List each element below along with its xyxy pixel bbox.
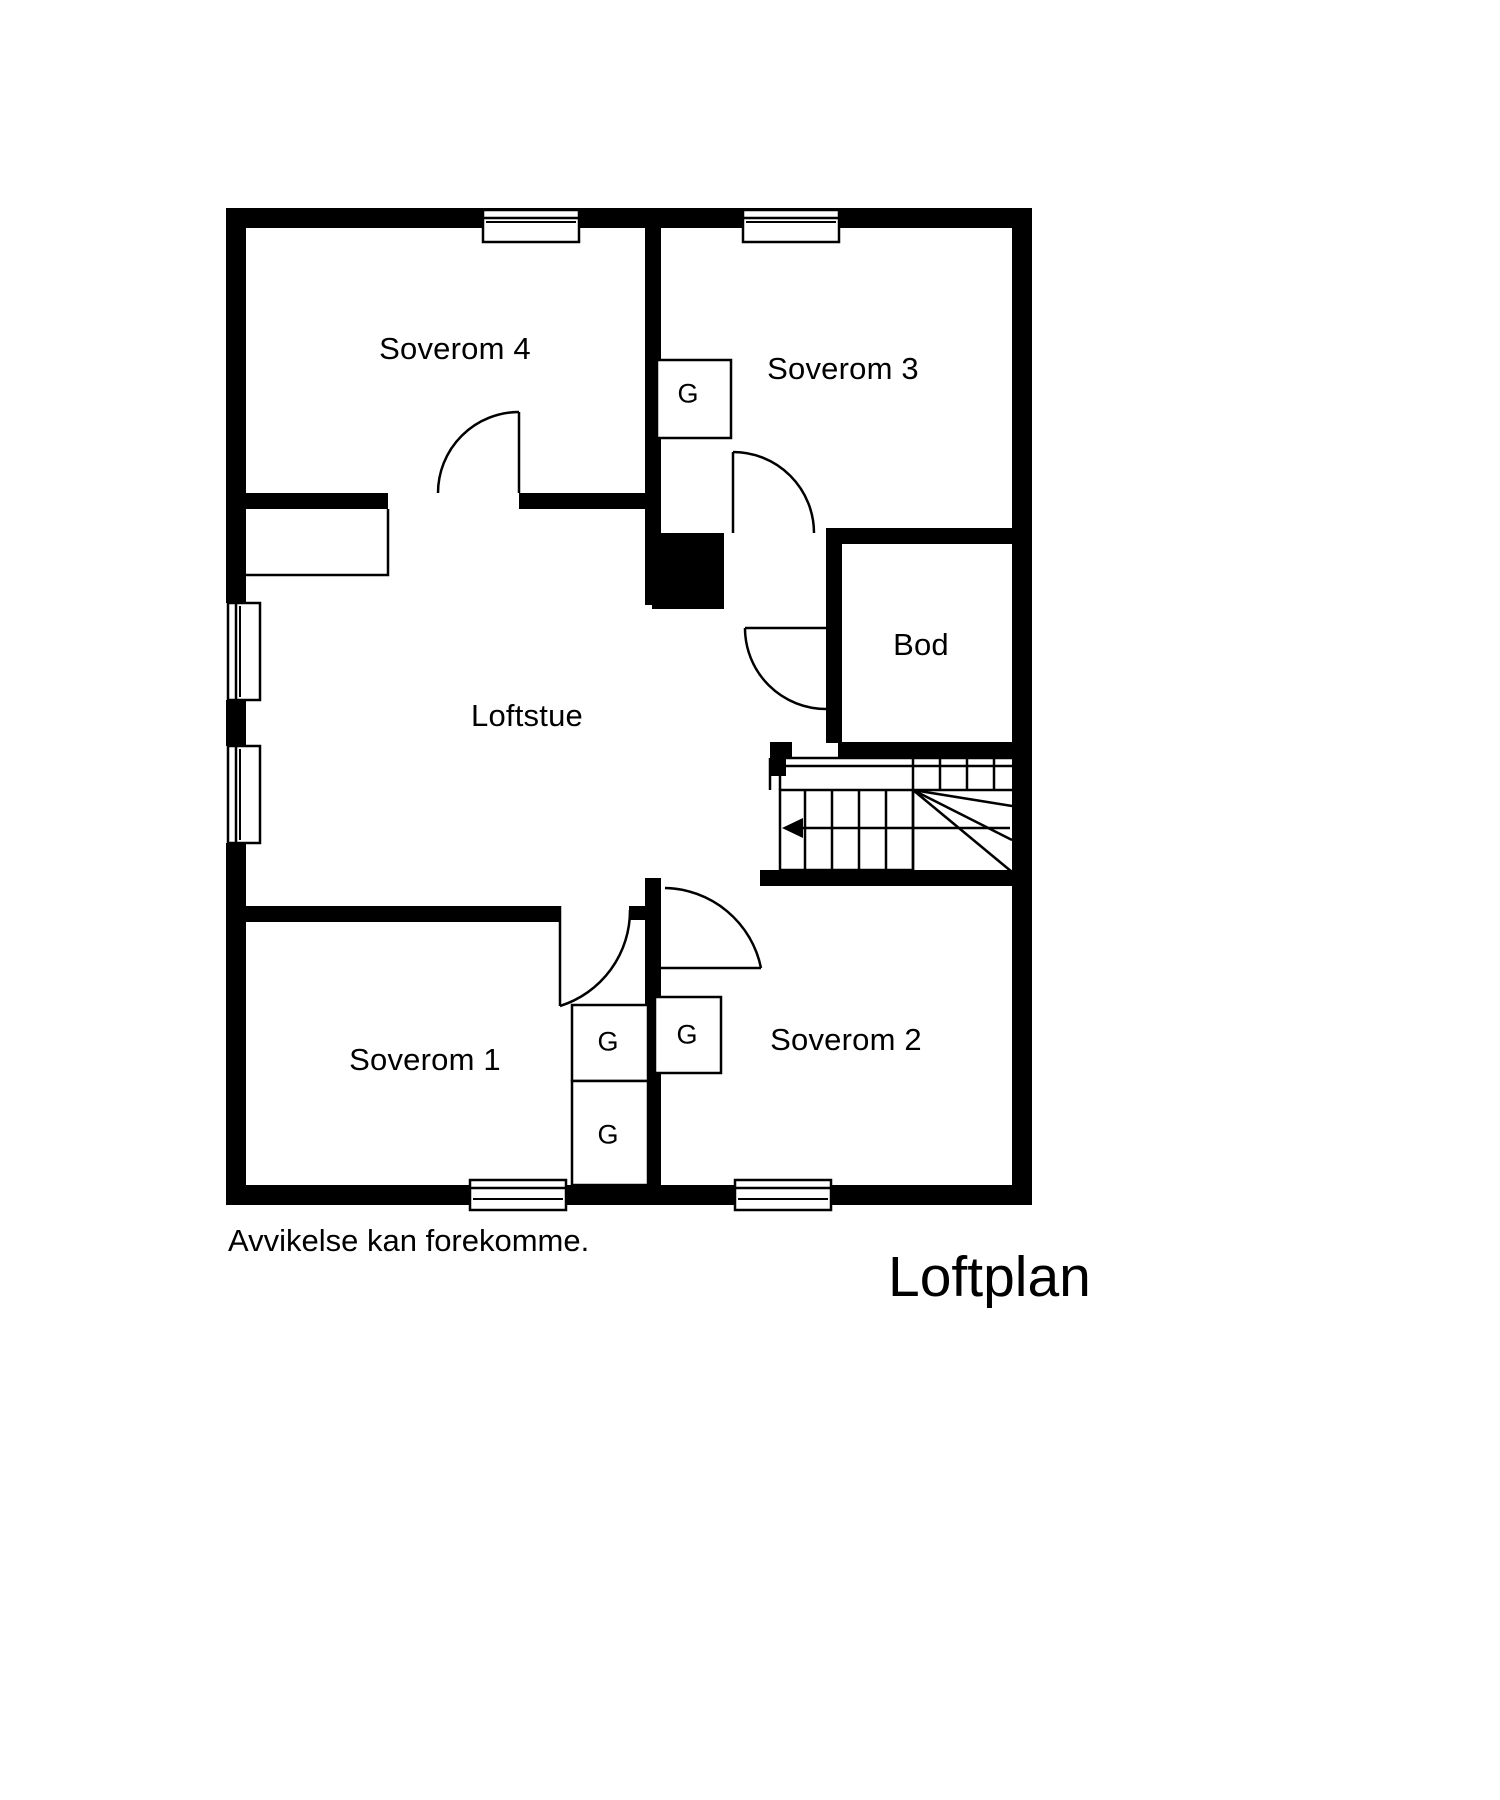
closet-label-soverom-1: G (597, 1026, 619, 1057)
page-title: Loftplan (888, 1245, 1091, 1309)
closet-box-soverom-1-lower (570, 1079, 650, 1187)
window-top-soverom-3 (741, 208, 841, 244)
closet-label-soverom-1-lower: G (597, 1119, 619, 1150)
window-left-lower (226, 744, 262, 845)
interior-walls (246, 228, 1032, 1205)
room-label-loftstue: Loftstue (471, 698, 583, 733)
window-bottom-soverom-1 (468, 1178, 568, 1212)
room-label-soverom-2: Soverom 2 (770, 1022, 922, 1057)
room-label-soverom-1: Soverom 1 (349, 1042, 501, 1077)
door-soverom-1 (558, 906, 632, 1008)
closet-box-soverom-3 (655, 358, 733, 440)
closet-label-soverom-2: G (676, 1019, 698, 1050)
room-label-soverom-4: Soverom 4 (379, 331, 531, 366)
door-soverom-3 (731, 450, 816, 534)
stair-direction-arrow (782, 818, 1010, 838)
disclaimer-note: Avvikelse kan forekomme. (228, 1223, 590, 1258)
staircase (768, 756, 1013, 873)
door-soverom-2 (661, 886, 763, 970)
door-soverom-4 (436, 410, 521, 494)
room-label-bod: Bod (893, 627, 949, 662)
room-label-soverom-3: Soverom 3 (767, 351, 919, 386)
closet-box-soverom-1 (570, 1003, 650, 1083)
door-bod (743, 626, 827, 711)
closet-label-soverom-3: G (677, 378, 699, 409)
window-top-soverom-4 (481, 208, 581, 244)
window-bottom-soverom-2 (733, 1178, 833, 1212)
window-left-upper (226, 601, 262, 702)
closet-box-soverom-2 (653, 995, 723, 1075)
soverom-4-alcove-outline (246, 509, 390, 577)
